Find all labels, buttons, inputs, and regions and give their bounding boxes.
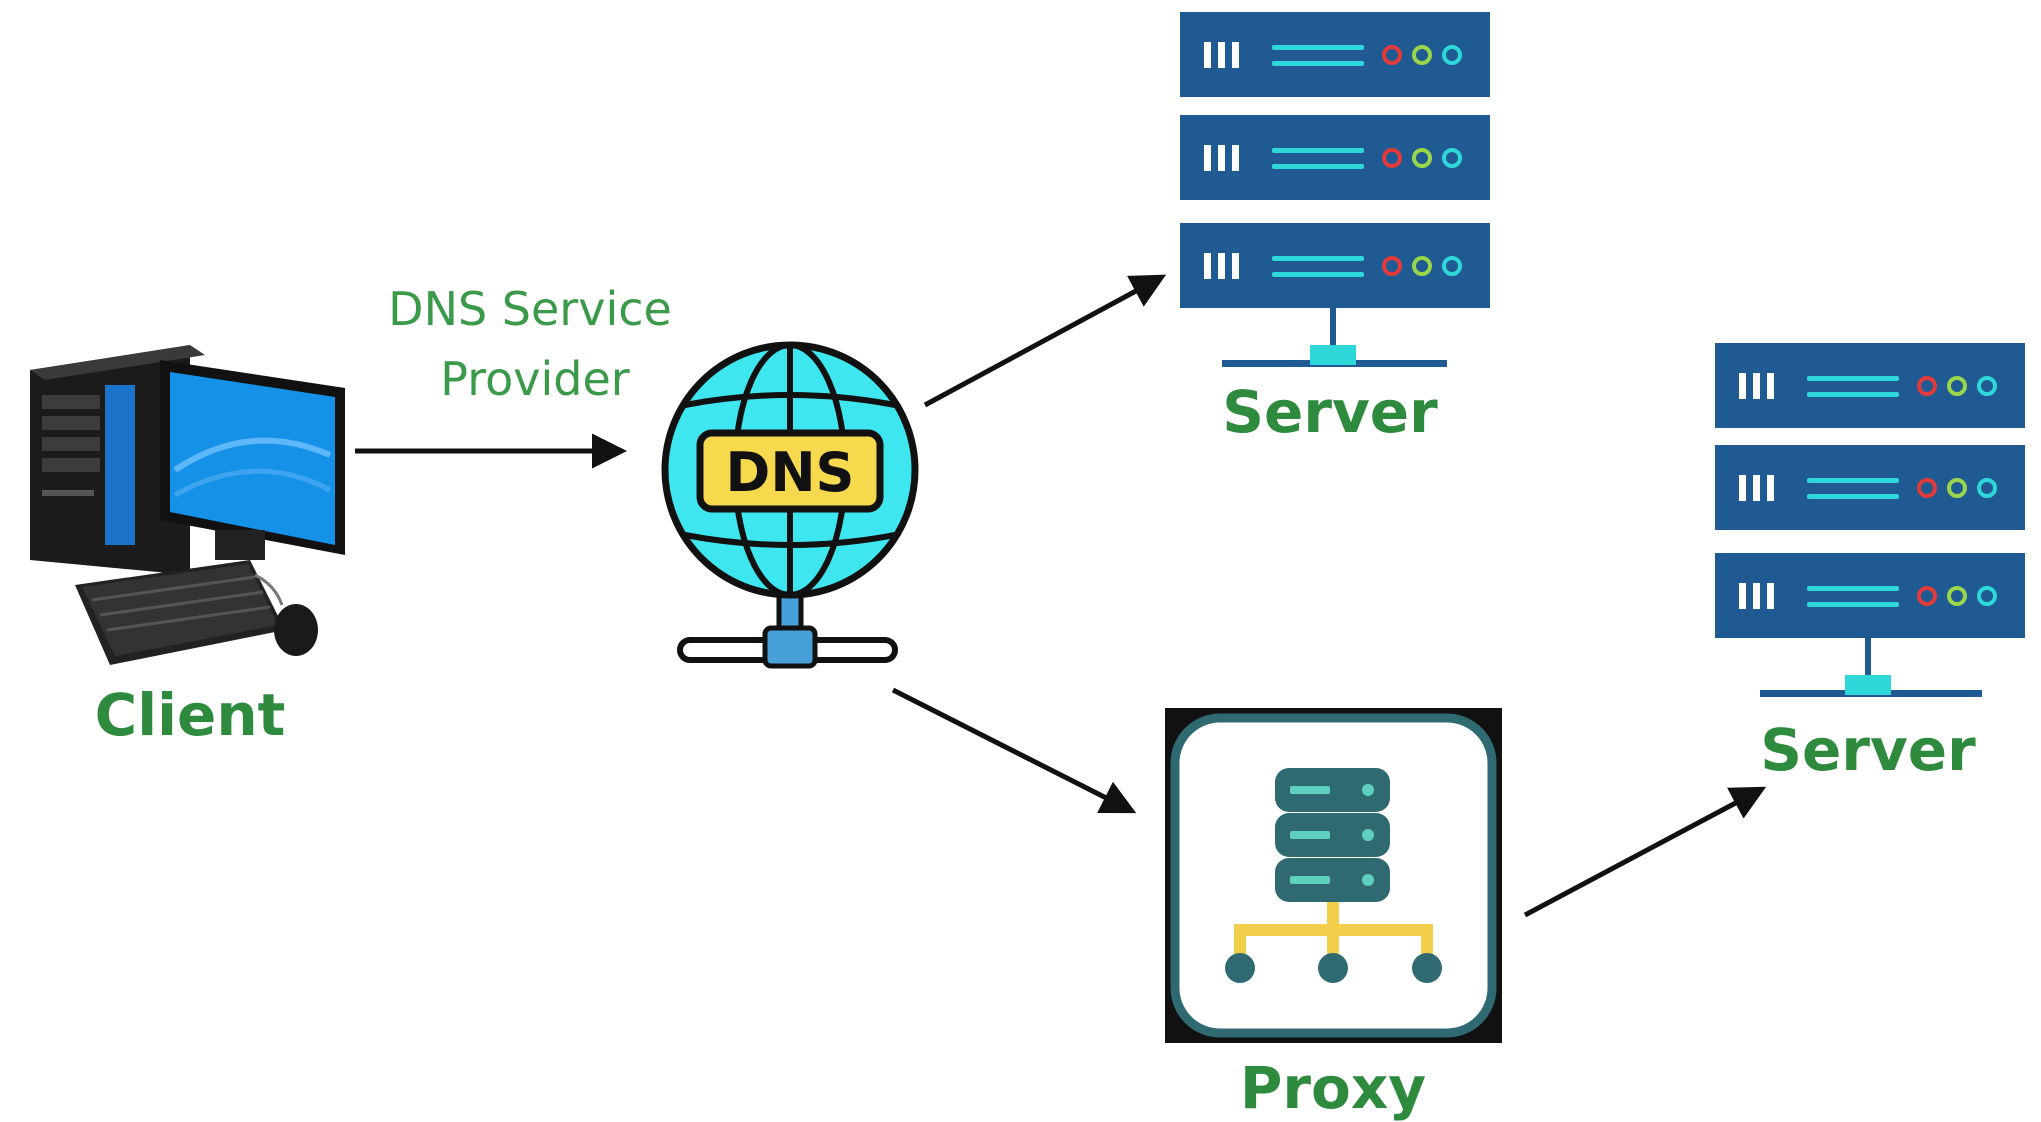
- client-computer-icon: [30, 345, 345, 665]
- dns-to-server-arrow: [923, 274, 1167, 408]
- dns-to-proxy-arrow: [891, 687, 1137, 814]
- proxy-to-server-arrow: [1523, 786, 1767, 918]
- right-server-icon: [1713, 341, 2027, 697]
- client-label: Client: [95, 681, 286, 749]
- dns-globe-icon: [661, 341, 919, 669]
- dns-badge-label: DNS: [726, 441, 855, 504]
- top-server-label: Server: [1222, 378, 1438, 446]
- right-server-label: Server: [1760, 716, 1976, 784]
- top-server-icon: [1178, 10, 1492, 367]
- dns-provider-label-line2: Provider: [440, 352, 629, 406]
- proxy-label: Proxy: [1240, 1054, 1426, 1122]
- proxy-icon: [1165, 708, 1502, 1043]
- dns-provider-label-line1: DNS Service: [388, 282, 672, 336]
